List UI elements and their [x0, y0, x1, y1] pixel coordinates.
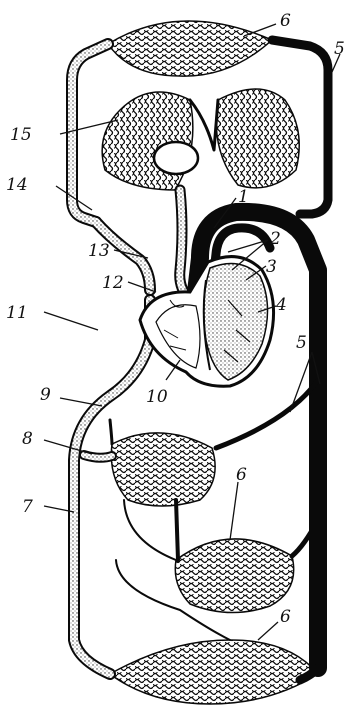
label-6-lower: 6	[280, 607, 291, 627]
label-6-upper: 6	[280, 11, 291, 31]
label-7: 7	[22, 497, 33, 517]
label-2: 2	[269, 229, 281, 249]
heart	[140, 257, 274, 387]
label-5-upper: 5	[334, 39, 345, 59]
label-5-lower: 5	[296, 333, 307, 353]
label-9: 9	[40, 385, 51, 405]
label-3: 3	[266, 257, 277, 277]
capillary-bed-lung-left	[102, 92, 198, 190]
label-13: 13	[88, 241, 110, 261]
capillary-bed-upper-body	[108, 21, 272, 76]
label-11: 11	[6, 303, 28, 323]
capillary-bed-liver	[111, 433, 215, 506]
label-8: 8	[22, 429, 33, 449]
label-15: 15	[10, 125, 32, 145]
label-1: 1	[238, 187, 249, 207]
label-14: 14	[6, 175, 28, 195]
label-10: 10	[146, 387, 168, 407]
label-6-middle: 6	[236, 465, 247, 485]
capillary-bed-lung-right	[216, 89, 299, 188]
label-4: 4	[275, 295, 287, 315]
capillary-bed-intestine	[175, 539, 293, 613]
capillary-bed-lower-body	[110, 640, 318, 704]
label-12: 12	[102, 273, 124, 293]
